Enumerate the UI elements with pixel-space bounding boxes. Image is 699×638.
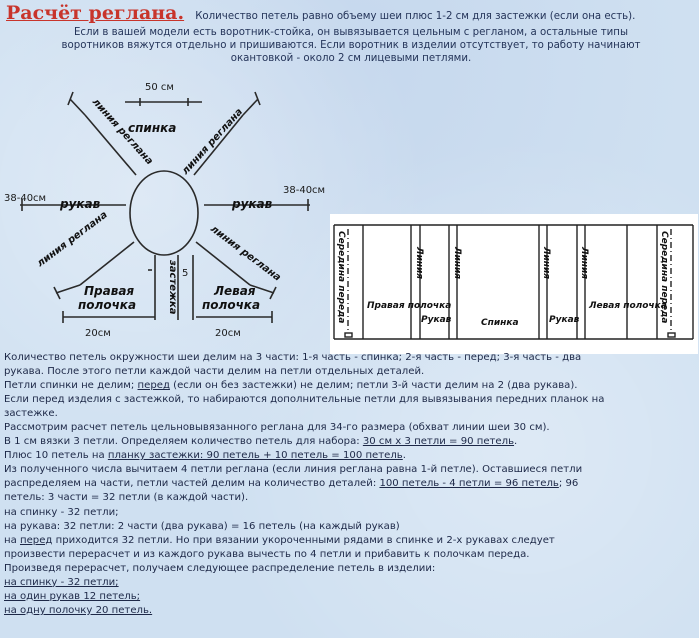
fastener-width-label: 5 bbox=[182, 268, 188, 279]
intro-paragraph: Если в вашей модели есть воротник-стойка… bbox=[6, 26, 696, 65]
left-front-label-1: Левая bbox=[213, 284, 256, 298]
sleeve-left-label: рукав bbox=[59, 197, 101, 211]
title-row: Расчёт реглана. Количество петель равно … bbox=[6, 2, 696, 24]
body-line: Произведя перерасчет, получаем следующее… bbox=[4, 562, 436, 574]
body-line: на спинку - 32 петли; bbox=[4, 506, 119, 518]
col-label-right-front: Правая полочка bbox=[367, 301, 451, 311]
body-line: Петли спинки не делим; перед (если он бе… bbox=[4, 380, 578, 392]
header: Расчёт реглана. Количество петель равно … bbox=[6, 2, 696, 65]
bottom-right-measure-label: 20см bbox=[215, 328, 241, 339]
body-line: Рассмотрим расчет петель цельновывязанно… bbox=[4, 422, 550, 434]
knitting-scheme-panel: Середина переда Правая полочка Линия Рук… bbox=[330, 214, 698, 354]
body-line: Количество петель окружности шеи делим н… bbox=[4, 352, 582, 363]
body-line: петель: 3 части = 32 петли (в каждой час… bbox=[4, 492, 249, 504]
back-label: спинка bbox=[128, 121, 176, 135]
page-title: Расчёт реглана. bbox=[6, 2, 185, 24]
intro-line-2: Если в вашей модели есть воротник-стойка… bbox=[74, 27, 628, 38]
body-line: на одну полочку 20 петель. bbox=[4, 604, 153, 616]
col-label-raglan-4: Линия bbox=[579, 246, 589, 279]
col-label-raglan-1: Линия bbox=[414, 246, 424, 279]
body-line: на перед приходится 32 петли. Но при вяз… bbox=[4, 534, 555, 546]
body-line: на спинку - 32 петли; bbox=[4, 576, 119, 588]
top-measure-label: 50 см bbox=[145, 82, 174, 93]
body-line: на рукава: 32 петли: 2 части (два рукава… bbox=[4, 520, 400, 532]
body-line: на один рукав 12 петель; bbox=[4, 590, 141, 602]
col-label-raglan-2: Линия bbox=[452, 246, 462, 279]
right-front-label-1: Правая bbox=[84, 284, 134, 298]
intro-line-1: Количество петель равно объему шеи плюс … bbox=[195, 11, 636, 22]
raglan-line-label-bottom-left: линия реглана bbox=[35, 209, 110, 269]
raglan-line-label-bottom-right: линия реглана bbox=[208, 224, 283, 284]
body-line: Плюс 10 петель на планку застежки: 90 пе… bbox=[4, 450, 406, 462]
col-label-center-front-left: Середина переда bbox=[336, 231, 346, 323]
left-front-label-2: полочка bbox=[202, 298, 260, 312]
col-label-sleeve-2: Рукав bbox=[549, 315, 580, 325]
col-label-back: Спинка bbox=[481, 318, 519, 328]
body-line: застежке. bbox=[4, 408, 58, 420]
right-measure-label: 38-40см bbox=[283, 185, 325, 196]
bottom-left-measure-label: 20см bbox=[85, 328, 111, 339]
raglan-diagram: 50 см 38-40см 38-40см 20см 20см 5 спинка… bbox=[0, 70, 330, 360]
fastener-label: застежка bbox=[167, 259, 178, 315]
body-line: рукава. После этого петли каждой части д… bbox=[4, 366, 425, 378]
col-label-raglan-3: Линия bbox=[541, 246, 551, 279]
col-label-sleeve-1: Рукав bbox=[421, 315, 452, 325]
raglan-line-label-top-right: линия реглана bbox=[180, 106, 245, 177]
body-text: Количество петель окружности шеи делим н… bbox=[4, 351, 698, 618]
col-label-center-front-right: Середина переда bbox=[659, 231, 669, 323]
right-front-label-2: полочка bbox=[78, 298, 136, 312]
body-line: Если перед изделия с застежкой, то набир… bbox=[4, 394, 605, 406]
body-line: распределяем на части, петли частей дели… bbox=[4, 478, 579, 490]
left-measure-label: 38-40см bbox=[4, 193, 46, 204]
intro-line-4: окантовкой - около 2 см лицевыми петлями… bbox=[230, 53, 472, 64]
col-label-left-front: Левая полочка bbox=[588, 301, 667, 311]
sleeve-right-label: рукав bbox=[231, 197, 273, 211]
body-line: В 1 см вязки 3 петли. Определяем количес… bbox=[4, 436, 518, 448]
body-line: Из полученного числа вычитаем 4 петли ре… bbox=[4, 464, 583, 476]
body-line: произвести перерасчет и из каждого рукав… bbox=[4, 548, 530, 560]
intro-line-3: воротников вяжутся отдельно и пришиваютс… bbox=[61, 40, 641, 51]
